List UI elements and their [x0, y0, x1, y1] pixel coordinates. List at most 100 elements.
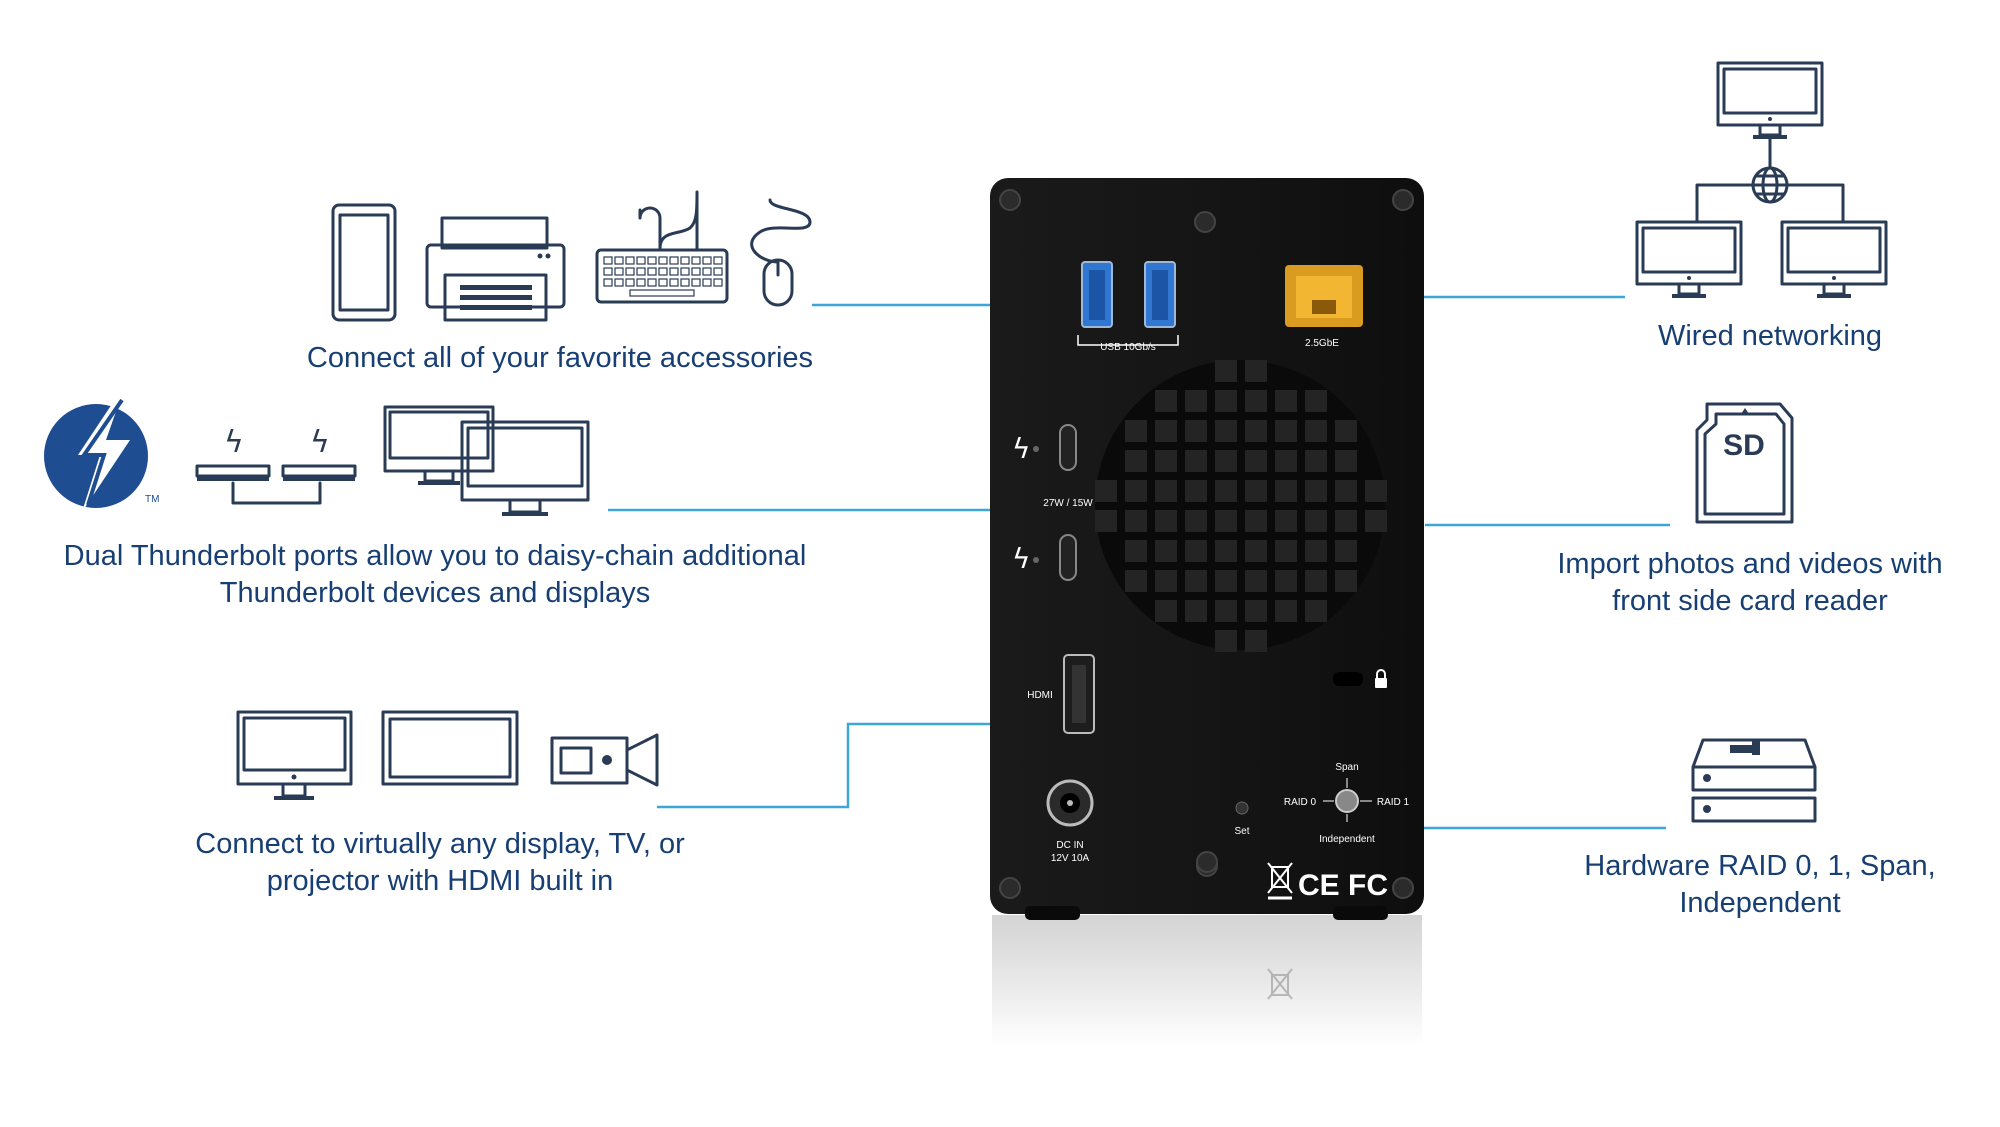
grill-hole	[1245, 360, 1267, 382]
svg-text:ϟ: ϟ	[1012, 542, 1030, 575]
keyboard-key	[647, 256, 657, 265]
grill-hole	[1275, 420, 1297, 442]
tv-icon	[381, 710, 519, 786]
grill-hole	[1335, 450, 1357, 472]
grill-hole	[1125, 450, 1147, 472]
keyboard-key	[658, 267, 668, 276]
grill-hole	[1185, 480, 1207, 502]
grill-hole	[1245, 420, 1267, 442]
grill-hole	[1125, 540, 1147, 562]
grill-hole	[1305, 390, 1327, 412]
grill-hole	[1215, 390, 1237, 412]
grill-hole	[1215, 630, 1237, 652]
grill-hole	[1155, 450, 1177, 472]
grill-hole	[1125, 510, 1147, 532]
keyboard-key	[636, 256, 646, 265]
grill-hole	[1215, 570, 1237, 592]
keyboard-key	[680, 278, 690, 287]
grill-hole	[1245, 480, 1267, 502]
grill-hole	[1335, 420, 1357, 442]
certification-marks: CE FC	[1298, 869, 1388, 902]
grill-hole	[1335, 510, 1357, 532]
grill-hole	[1155, 570, 1177, 592]
grill-hole	[1275, 510, 1297, 532]
screw-icon	[1392, 877, 1414, 899]
span-label: Span	[1335, 762, 1358, 773]
usb-label: USB 10Gb/s	[1100, 342, 1156, 353]
keyboard-key	[636, 267, 646, 276]
keyboard-key	[680, 256, 690, 265]
monitor-icon	[1780, 220, 1888, 298]
grill-hole	[1335, 570, 1357, 592]
device-reflection	[992, 915, 1422, 1045]
keyboard-icon	[595, 190, 729, 304]
hdmi-icons	[236, 710, 659, 800]
display-icon	[460, 420, 590, 516]
svg-text:ϟ: ϟ	[310, 425, 330, 460]
grill-hole	[1185, 570, 1207, 592]
monitor-icon	[1716, 61, 1824, 139]
card-reader-caption: Import photos and videos with front side…	[1530, 546, 1970, 620]
grill-hole	[1335, 480, 1357, 502]
keyboard-key	[603, 256, 613, 265]
accessories-icons	[331, 190, 812, 322]
thunderbolt-caption: Dual Thunderbolt ports allow you to dais…	[20, 538, 850, 612]
grill-hole	[1245, 390, 1267, 412]
hdmi-caption: Connect to virtually any display, TV, or…	[130, 826, 750, 900]
keyboard-spacebar	[629, 289, 695, 297]
grill-hole	[1365, 480, 1387, 502]
keyboard-key	[680, 267, 690, 276]
thunderbolt-port-1: ϟ	[1012, 424, 1077, 471]
networking-text: Wired networking	[1657, 320, 1883, 352]
keyboard-key	[713, 267, 723, 276]
keyboard-key	[702, 267, 712, 276]
hdmi-port-icon	[1063, 654, 1095, 734]
keyboard-key	[691, 267, 701, 276]
foot-right	[1333, 906, 1388, 920]
keyboard-key	[702, 278, 712, 287]
thunderbolt-text-line2: Thunderbolt devices and displays	[219, 577, 651, 609]
grill-hole	[1185, 390, 1207, 412]
grill-hole	[1215, 480, 1237, 502]
grill-hole	[1155, 390, 1177, 412]
grill-hole	[1365, 510, 1387, 532]
ethernet-port-icon	[1285, 265, 1363, 327]
thunderbolt-logo-icon	[44, 395, 148, 512]
grill-hole	[1245, 540, 1267, 562]
accessories-caption: Connect all of your favorite accessories	[230, 340, 890, 377]
raid-selector-knob	[1335, 789, 1359, 813]
keyboard-key	[669, 267, 679, 276]
grill-hole	[1275, 540, 1297, 562]
hdmi-text-line2: projector with HDMI built in	[266, 865, 614, 897]
keyboard-key	[647, 267, 657, 276]
keyboard-key	[658, 278, 668, 287]
grill-hole	[1215, 540, 1237, 562]
screw-icon	[1392, 189, 1414, 211]
grill-hole	[1095, 510, 1117, 532]
keyboard-key	[658, 256, 668, 265]
raid0-label: RAID 0	[1284, 797, 1317, 808]
device-enclosure: USB 10Gb/s 2.5GbE ϟ 27W / 15W ϟ HDMI	[990, 178, 1424, 1045]
grill-hole	[1185, 420, 1207, 442]
ethernet-label: 2.5GbE	[1305, 338, 1339, 349]
raid1-label: RAID 1	[1377, 797, 1410, 808]
keyboard-key	[625, 267, 635, 276]
sd-label: SD	[1723, 429, 1765, 462]
keyboard-key	[669, 256, 679, 265]
networking-caption: Wired networking	[1590, 318, 1950, 355]
keyboard-key	[636, 278, 646, 287]
keyboard-key	[614, 278, 624, 287]
grill-hole	[1335, 540, 1357, 562]
thunderbolt-icons: TM ϟ ϟ	[44, 395, 590, 516]
grill-hole	[1305, 510, 1327, 532]
keyboard-key	[603, 267, 613, 276]
independent-label: Independent	[1319, 834, 1375, 845]
raid-caption: Hardware RAID 0, 1, Span, Independent	[1560, 848, 1960, 922]
keyboard-key	[691, 256, 701, 265]
keyboard-key	[603, 278, 613, 287]
grill-hole	[1125, 420, 1147, 442]
grill-hole	[1095, 480, 1117, 502]
keyboard-key	[647, 278, 657, 287]
screw-icon	[999, 877, 1021, 899]
